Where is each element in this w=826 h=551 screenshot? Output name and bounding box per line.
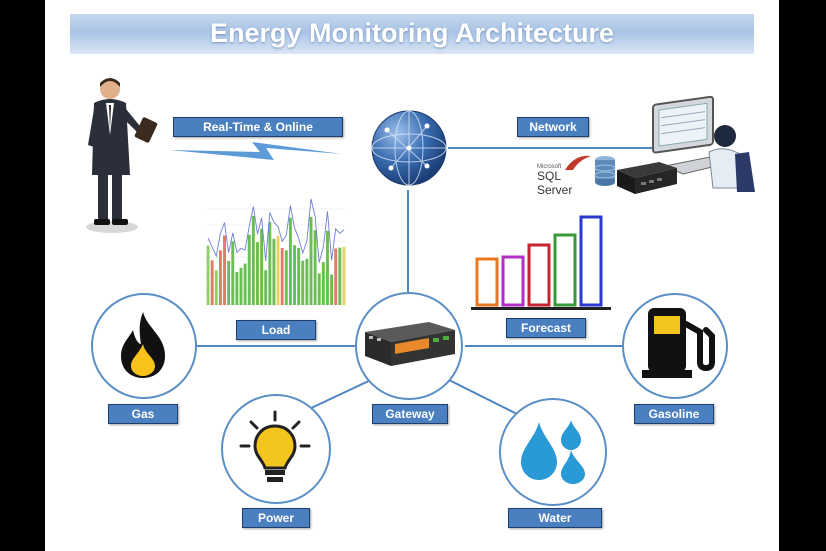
load-bar xyxy=(210,260,214,305)
realtime-label: Real-Time & Online xyxy=(173,117,343,137)
power-label: Power xyxy=(242,508,310,528)
globe-network-icon xyxy=(371,110,447,186)
diagram-canvas: Energy Monitoring Architecture xyxy=(45,0,779,551)
gas-label: Gas xyxy=(108,404,178,424)
gasoline-label: Gasoline xyxy=(634,404,714,424)
load-bar xyxy=(309,216,313,305)
gateway-device-icon xyxy=(365,322,455,366)
load-bar xyxy=(313,230,317,305)
database-icon xyxy=(594,156,616,186)
load-bar xyxy=(321,262,325,305)
load-bar xyxy=(330,274,334,305)
load-bar xyxy=(223,235,226,305)
load-bar xyxy=(235,271,239,305)
load-bar xyxy=(260,228,264,305)
water-label: Water xyxy=(508,508,602,528)
load-bar xyxy=(243,263,247,305)
computer-user-icon xyxy=(652,95,755,192)
load-chart-icon xyxy=(188,198,348,313)
load-bar xyxy=(338,247,342,305)
load-bar xyxy=(214,270,218,305)
load-bar xyxy=(227,260,231,305)
load-bar xyxy=(288,217,292,305)
load-bar xyxy=(301,260,305,305)
forecast-bars-icon xyxy=(471,215,611,310)
lightning-icon xyxy=(170,142,342,160)
load-bar xyxy=(239,267,243,305)
load-bar xyxy=(334,248,338,305)
load-bar xyxy=(342,246,346,305)
load-bar xyxy=(326,230,329,305)
connector-lines xyxy=(197,147,665,419)
load-bar xyxy=(206,245,210,305)
title-banner: Energy Monitoring Architecture xyxy=(70,14,754,54)
load-bar xyxy=(284,250,288,305)
load-bar xyxy=(247,234,251,305)
load-bar xyxy=(293,245,296,305)
fuel-pump-icon xyxy=(642,308,715,378)
load-bar xyxy=(317,273,321,305)
load-bar xyxy=(272,238,276,305)
load-bar xyxy=(264,270,268,305)
sql-product: SQL Server xyxy=(537,169,573,197)
load-bar xyxy=(297,247,301,305)
forecast-label: Forecast xyxy=(506,318,586,338)
sql-vendor: Microsoft xyxy=(537,164,562,170)
load-label: Load xyxy=(236,320,316,340)
load-bar xyxy=(276,235,280,305)
gateway-label: Gateway xyxy=(372,404,448,424)
load-trend-line xyxy=(207,198,345,263)
load-bar xyxy=(280,247,284,305)
sql-server-label: Microsoft SQL Server xyxy=(537,164,597,197)
load-bar xyxy=(305,258,309,305)
network-label: Network xyxy=(517,117,589,137)
water-drops-icon xyxy=(521,420,585,484)
flame-icon xyxy=(121,312,165,378)
light-bulb-icon xyxy=(239,410,311,482)
diagram-title: Energy Monitoring Architecture xyxy=(209,18,615,48)
load-bar xyxy=(251,215,255,305)
load-bar xyxy=(268,221,272,305)
sql-logo-icon xyxy=(565,155,591,170)
businessman-icon xyxy=(86,78,158,233)
load-bar xyxy=(231,241,235,305)
load-bar xyxy=(256,242,259,305)
server-icon xyxy=(617,162,677,194)
load-bar xyxy=(218,250,222,305)
